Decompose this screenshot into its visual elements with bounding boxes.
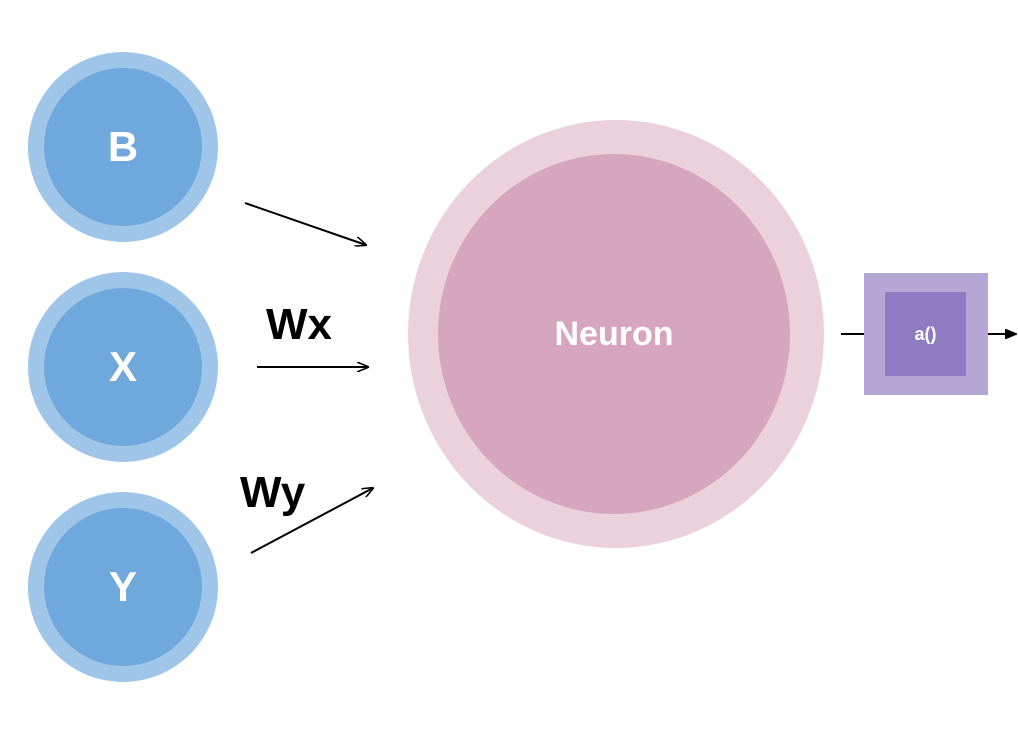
input-node-x: X <box>28 272 218 462</box>
input-node-y: Y <box>28 492 218 682</box>
input-node-b: B <box>28 52 218 242</box>
arrow-b-to-neuron <box>244 202 366 245</box>
activation-function-label: a() <box>885 292 966 376</box>
arrow-y-to-neuron <box>250 488 373 554</box>
weight-label-x: Wx <box>266 300 332 349</box>
input-node-b-label: B <box>44 68 202 226</box>
neuron-label: Neuron <box>438 154 790 514</box>
activation-function-box: a() <box>864 273 988 395</box>
weight-label-y: Wy <box>240 468 306 517</box>
input-node-y-label: Y <box>44 508 202 666</box>
input-node-x-label: X <box>44 288 202 446</box>
neuron-node: Neuron <box>408 120 824 548</box>
